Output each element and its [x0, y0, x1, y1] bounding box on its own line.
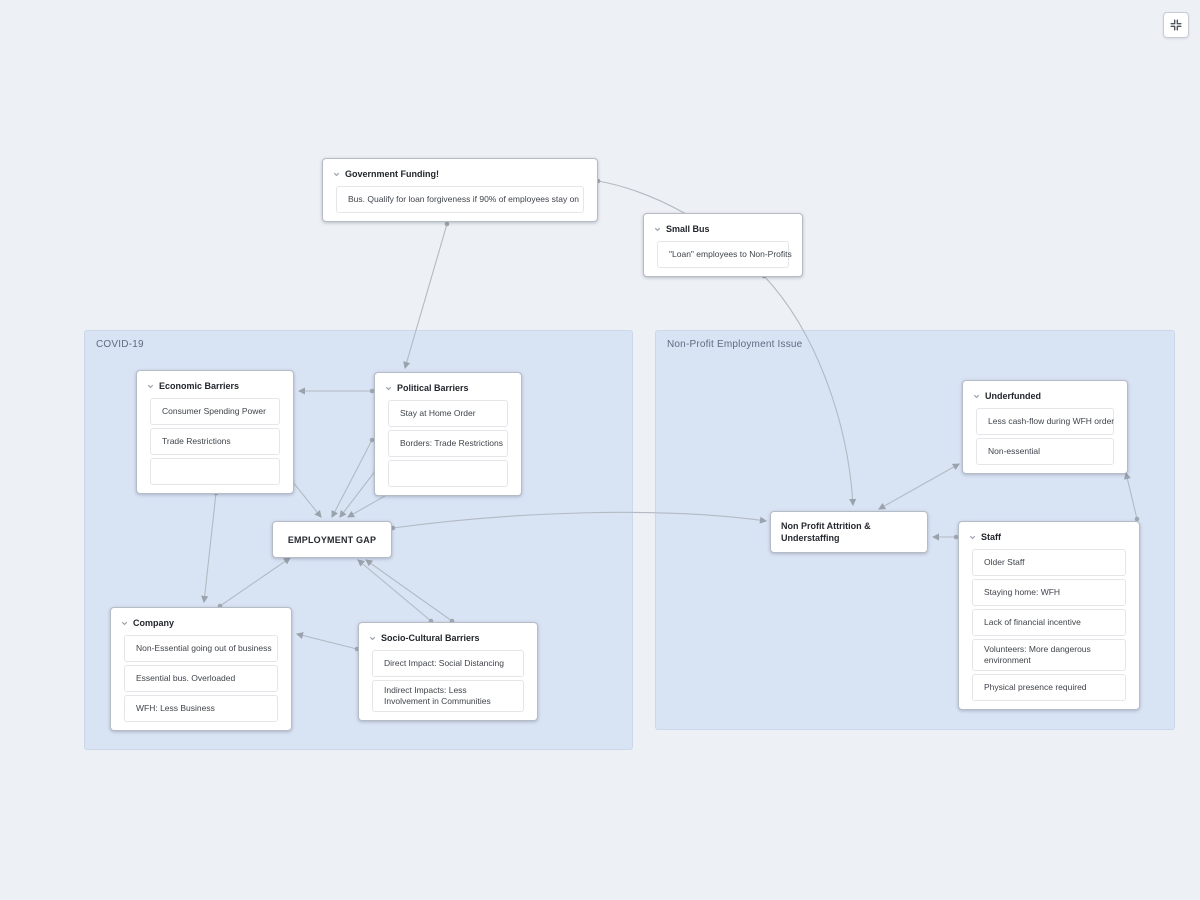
edge-employment-gap-to-attrition[interactable] — [392, 511, 768, 529]
node-title-label: EMPLOYMENT GAP — [287, 534, 377, 545]
node-child-item[interactable]: Lack of financial incentive — [972, 609, 1126, 636]
node-child-item[interactable]: "Loan" employees to Non-Profits — [657, 241, 792, 268]
node-company[interactable]: Company Non-Essential going out of busin… — [110, 607, 292, 731]
node-child-item[interactable]: Consumer Spending Power — [150, 398, 280, 425]
node-child-item[interactable]: Less cash-flow during WFH order — [976, 408, 1114, 435]
node-government-funding[interactable]: Government Funding! Bus. Qualify for loa… — [322, 158, 598, 222]
node-child-item[interactable]: Bus. Qualify for loan forgiveness if 90%… — [336, 186, 584, 213]
edge-socio-to-company[interactable] — [295, 632, 358, 650]
node-title-label: Government Funding! — [345, 169, 439, 179]
container-label: COVID-19 — [96, 339, 144, 350]
node-title-label: Company — [133, 618, 175, 628]
node-child-item-empty[interactable] — [388, 460, 508, 487]
edge-political-to-employment-gap-3[interactable] — [347, 492, 391, 518]
edge-endpoint[interactable] — [953, 534, 959, 540]
edge-political-to-employment-gap-2[interactable] — [339, 469, 377, 518]
edge-socio-to-employment-gap-2[interactable] — [365, 559, 453, 622]
node-economic-barriers[interactable]: Economic Barriers Consumer Spending Powe… — [136, 370, 294, 494]
edge-socio-to-employment-gap-1[interactable] — [357, 559, 432, 622]
node-title-label: Political Barriers — [397, 383, 469, 393]
node-staff[interactable]: Staff Older Staff Staying home: WFH Lack… — [958, 521, 1140, 711]
node-title-label: Socio-Cultural Barriers — [381, 633, 480, 643]
node-child-item[interactable]: Older Staff — [972, 549, 1126, 576]
node-title-label: Non Profit Attrition & Understaffing — [781, 520, 871, 543]
node-child-item[interactable]: Borders: Trade Restrictions — [388, 430, 508, 457]
node-title-label: Underfunded — [985, 391, 1041, 401]
node-socio-cultural-barriers[interactable]: Socio-Cultural Barriers Direct Impact: S… — [358, 622, 538, 722]
chevron-down-icon[interactable] — [384, 384, 393, 393]
chevron-down-icon[interactable] — [120, 619, 129, 628]
chevron-down-icon[interactable] — [332, 170, 341, 179]
node-child-item[interactable]: Non-essential — [976, 438, 1114, 465]
node-political-barriers[interactable]: Political Barriers Stay at Home Order Bo… — [374, 372, 522, 496]
edge-economic-to-company[interactable] — [201, 492, 217, 604]
edge-underfunded-attrition-bidirectional[interactable] — [878, 463, 960, 510]
chevron-down-icon[interactable] — [968, 533, 977, 542]
edge-political-to-employment-gap-1[interactable] — [331, 439, 373, 518]
edge-endpoint[interactable] — [1134, 516, 1140, 522]
node-title-label: Staff — [981, 532, 1001, 542]
chevron-down-icon[interactable] — [653, 225, 662, 234]
chevron-down-icon[interactable] — [368, 634, 377, 643]
chevron-down-icon[interactable] — [972, 392, 981, 401]
edge-endpoint[interactable] — [444, 221, 450, 227]
node-child-item[interactable]: Indirect Impacts: Less Involvement in Co… — [372, 680, 524, 713]
node-child-item[interactable]: Non-Essential going out of business — [124, 635, 278, 662]
node-child-item-empty[interactable] — [150, 458, 280, 485]
node-employment-gap[interactable]: EMPLOYMENT GAP — [272, 521, 392, 558]
edge-small-bus-to-attrition[interactable] — [763, 275, 857, 507]
node-title-label: Small Bus — [666, 224, 710, 234]
node-title-label: Economic Barriers — [159, 381, 240, 391]
node-child-item[interactable]: Trade Restrictions — [150, 428, 280, 455]
node-child-item[interactable]: Physical presence required — [972, 674, 1126, 702]
node-child-item[interactable]: WFH: Less Business — [124, 695, 278, 722]
collapse-inward-icon — [1170, 19, 1182, 31]
node-child-item[interactable]: Direct Impact: Social Distancing — [372, 650, 524, 677]
node-underfunded[interactable]: Underfunded Less cash-flow during WFH or… — [962, 380, 1128, 474]
container-label: Non-Profit Employment Issue — [667, 339, 803, 350]
chevron-down-icon[interactable] — [146, 382, 155, 391]
node-small-bus[interactable]: Small Bus "Loan" employees to Non-Profit… — [643, 213, 803, 277]
edge-endpoint[interactable] — [369, 437, 375, 443]
fit-to-screen-button[interactable] — [1163, 12, 1189, 38]
node-child-item[interactable]: Stay at Home Order — [388, 400, 508, 427]
edge-economic-to-employment-gap[interactable] — [291, 480, 322, 518]
node-child-item[interactable]: Essential bus. Overloaded — [124, 665, 278, 692]
edge-gov-funding-to-small-bus[interactable] — [597, 180, 687, 215]
node-child-item[interactable]: Volunteers: More dangerous environment — [972, 639, 1126, 672]
edge-endpoint[interactable] — [369, 388, 375, 394]
edge-company-to-employment-gap[interactable] — [219, 557, 291, 607]
node-nonprofit-attrition[interactable]: Non Profit Attrition & Understaffing — [770, 511, 928, 553]
edge-gov-funding-to-political-barriers[interactable] — [403, 223, 448, 370]
node-child-item[interactable]: Staying home: WFH — [972, 579, 1126, 606]
edge-staff-to-underfunded[interactable] — [1123, 471, 1138, 520]
